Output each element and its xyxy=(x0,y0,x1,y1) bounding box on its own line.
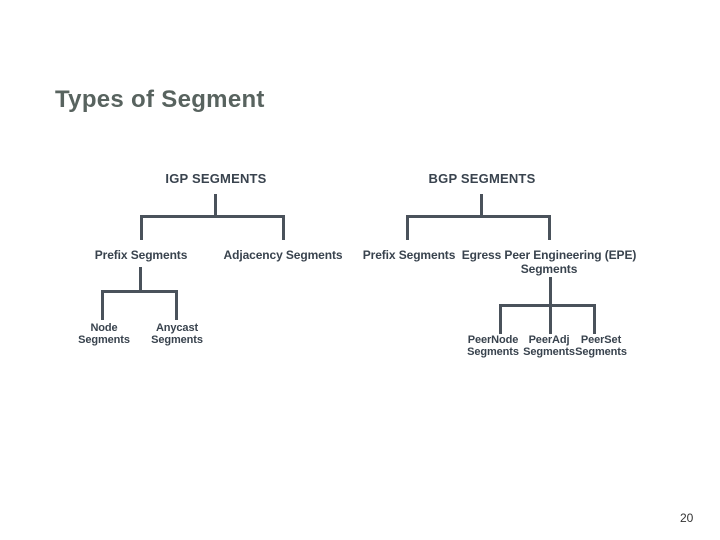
bgp-root-label: BGP SEGMENTS xyxy=(428,171,536,186)
igp-anycast-segments-line1: Anycast xyxy=(155,322,199,334)
bgp-level2-horizontal-line xyxy=(499,304,596,307)
igp-node-segments-line1: Node xyxy=(90,322,118,334)
bgp-peeradj-segments-line2: Segments xyxy=(523,346,575,358)
igp-node-segments-label: Node Segments xyxy=(78,322,130,346)
igp-node-segments-line2: Segments xyxy=(78,334,130,346)
bgp-prefix-drop-line xyxy=(406,215,409,240)
bgp-peeradj-segments-line1: PeerAdj xyxy=(528,334,570,346)
igp-prefix-stem-line xyxy=(139,267,142,292)
igp-root-stem-line xyxy=(214,194,217,217)
igp-prefix-drop-line xyxy=(140,215,143,240)
bgp-epe-drop-line xyxy=(548,215,551,240)
igp-anycast-drop-line xyxy=(175,290,178,320)
igp-adjacency-segments-label: Adjacency Segments xyxy=(223,248,343,262)
page-title: Types of Segment xyxy=(55,86,265,113)
igp-level2-horizontal-line xyxy=(101,290,178,293)
page-number: 20 xyxy=(680,511,694,525)
bgp-peernode-segments-line1: PeerNode xyxy=(467,334,519,346)
bgp-peerset-segments-line1: PeerSet xyxy=(580,334,622,346)
bgp-epe-stem-line xyxy=(549,277,552,306)
bgp-peerset-segments-line2: Segments xyxy=(575,346,627,358)
igp-prefix-segments-label: Prefix Segments xyxy=(94,248,188,262)
bgp-prefix-segments-label: Prefix Segments xyxy=(362,248,456,262)
bgp-peeradj-segments-label: PeerAdj Segments xyxy=(523,334,575,358)
bgp-peerset-drop-line xyxy=(593,304,596,334)
igp-root-label: IGP SEGMENTS xyxy=(165,171,267,186)
igp-node-drop-line xyxy=(101,290,104,320)
bgp-root-stem-line xyxy=(480,194,483,217)
bgp-peernode-drop-line xyxy=(499,304,502,334)
igp-adjacency-drop-line xyxy=(282,215,285,240)
bgp-level1-horizontal-line xyxy=(406,215,551,218)
bgp-peeradj-drop-line xyxy=(549,304,552,334)
bgp-peerset-segments-label: PeerSet Segments xyxy=(575,334,627,358)
bgp-peernode-segments-label: PeerNode Segments xyxy=(467,334,519,358)
igp-level1-horizontal-line xyxy=(140,215,285,218)
bgp-epe-segments-label: Egress Peer Engineering (EPE) Segments xyxy=(462,248,637,276)
bgp-epe-segments-line1: Egress Peer Engineering (EPE) xyxy=(461,248,637,262)
bgp-epe-segments-line2: Segments xyxy=(520,262,578,276)
bgp-peernode-segments-line2: Segments xyxy=(467,346,519,358)
igp-anycast-segments-line2: Segments xyxy=(151,334,203,346)
igp-anycast-segments-label: Anycast Segments xyxy=(151,322,203,346)
